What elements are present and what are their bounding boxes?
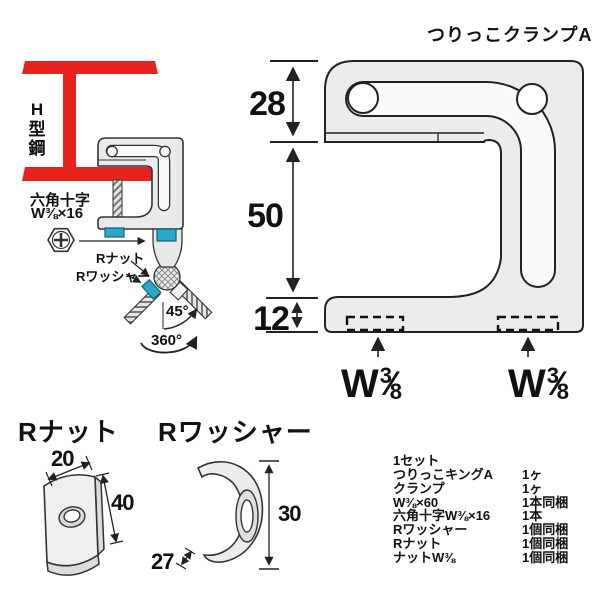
dim-27: 27 (151, 549, 175, 574)
channel (347, 83, 554, 286)
part-qty: 1個同梱 (522, 535, 569, 551)
dim-arrow-40 (99, 474, 120, 543)
rwasher-drawing (175, 460, 279, 570)
part-qty: 1個同梱 (522, 549, 569, 565)
mini-hole-right (159, 145, 171, 158)
tick-40-b (109, 540, 124, 545)
swing-angle-label: 45° (166, 303, 189, 320)
rwasher-hole (240, 499, 254, 533)
thread-slash: ⁄ (555, 365, 561, 403)
r-washer-part (141, 278, 162, 300)
hidden-hole-left (345, 315, 405, 332)
hex-screw-icon (47, 227, 75, 253)
thread-denominator: 8 (556, 379, 569, 404)
hole-left (347, 82, 379, 114)
dim-50: 50 (247, 197, 284, 235)
beam-web (63, 74, 76, 167)
screw-head-left (104, 227, 125, 238)
beam-bottom-flange (22, 167, 157, 181)
h-beam (22, 61, 158, 181)
part-qty: 1本 (522, 508, 543, 524)
parts-list-row: Rナット 1個同梱 (393, 537, 593, 551)
rotate-arc (140, 335, 198, 354)
page-title: つりっこクランプA (427, 25, 593, 45)
thread-denominator: 8 (389, 379, 402, 404)
beam-label: H 型 鋼 (28, 100, 46, 159)
part-name: ナットW⅜ (393, 549, 456, 565)
clamp-screw-rod (112, 179, 123, 218)
parts-list-row: クランプ 1ヶ (393, 480, 593, 496)
screw-label-line2: W⅜×16 (31, 205, 84, 222)
hidden-hole-right (496, 315, 560, 332)
rnut-drawing (43, 455, 124, 576)
swing-arc (163, 308, 198, 330)
parts-list-row: つりっこキングA 1ヶ (393, 468, 593, 482)
tick-40-a (95, 472, 110, 477)
thread-base: W (508, 362, 546, 406)
rotate-angle-label: 360° (151, 332, 183, 349)
rnut-section-title: Rナット (18, 417, 119, 447)
swivel-ball (153, 263, 181, 291)
rwasher-section-title: Rワッシャー (158, 417, 313, 447)
parts-list-row: 六角十字W⅜×16 1本 (393, 509, 593, 523)
dim-12: 12 (253, 300, 290, 338)
part-name: つりっこキングA (393, 467, 493, 482)
beam-top-flange (22, 61, 158, 74)
thread-numerator: 3 (546, 363, 560, 388)
part-name: 六角十字W⅜×16 (393, 508, 491, 524)
part-qty: 1ヶ (522, 467, 543, 482)
mini-clamp-illustration (47, 137, 213, 354)
part-qty: 1本同梱 (522, 494, 569, 510)
parts-list-row: W⅜×60 1本同梱 (393, 494, 593, 510)
parts-list-header: 1セット (393, 453, 440, 468)
rnut-callout: Rナット (96, 251, 145, 266)
part-name: W⅜×60 (393, 494, 439, 510)
thread-size-right: W3⁄8 (508, 364, 569, 404)
arrow-rwasher (125, 273, 142, 283)
dim-40: 40 (111, 490, 135, 515)
screw-label-line1: 六角十字 (30, 192, 91, 209)
thread-base: W (341, 362, 379, 406)
parts-list-row: Rワッシャー 1個同梱 (393, 523, 593, 537)
parts-list-row: ナットW⅜ 1個同梱 (393, 549, 593, 565)
dimension-lines (266, 60, 318, 333)
parts-list: 1セット つりっこキングA 1ヶ クランプ 1ヶ W⅜×60 1本同梱 六角十字… (393, 450, 593, 565)
dim-arrow-20 (47, 461, 91, 481)
hole-right (516, 83, 548, 115)
part-qty: 1個同梱 (522, 522, 569, 538)
rwasher-callout: Rワッシャー (76, 269, 151, 284)
screw-head-right (156, 228, 177, 242)
dim-20: 20 (51, 446, 75, 471)
rnut-hole (63, 509, 81, 523)
dim-30: 30 (278, 501, 302, 526)
part-name: Rナット (393, 535, 442, 551)
mini-hole-left (106, 145, 118, 158)
tick-27-a (175, 562, 187, 570)
part-name: Rワッシャー (393, 522, 468, 538)
part-qty: 1ヶ (522, 480, 543, 496)
arrow-rnut (130, 260, 150, 277)
clamp-profile (324, 60, 584, 357)
thread-slash: ⁄ (388, 365, 394, 403)
thread-numerator: 3 (379, 363, 393, 388)
dim-28: 28 (249, 85, 286, 123)
thread-size-left: W3⁄8 (341, 364, 402, 404)
dim-arrow-27 (180, 550, 193, 566)
part-name: クランプ (393, 480, 445, 496)
